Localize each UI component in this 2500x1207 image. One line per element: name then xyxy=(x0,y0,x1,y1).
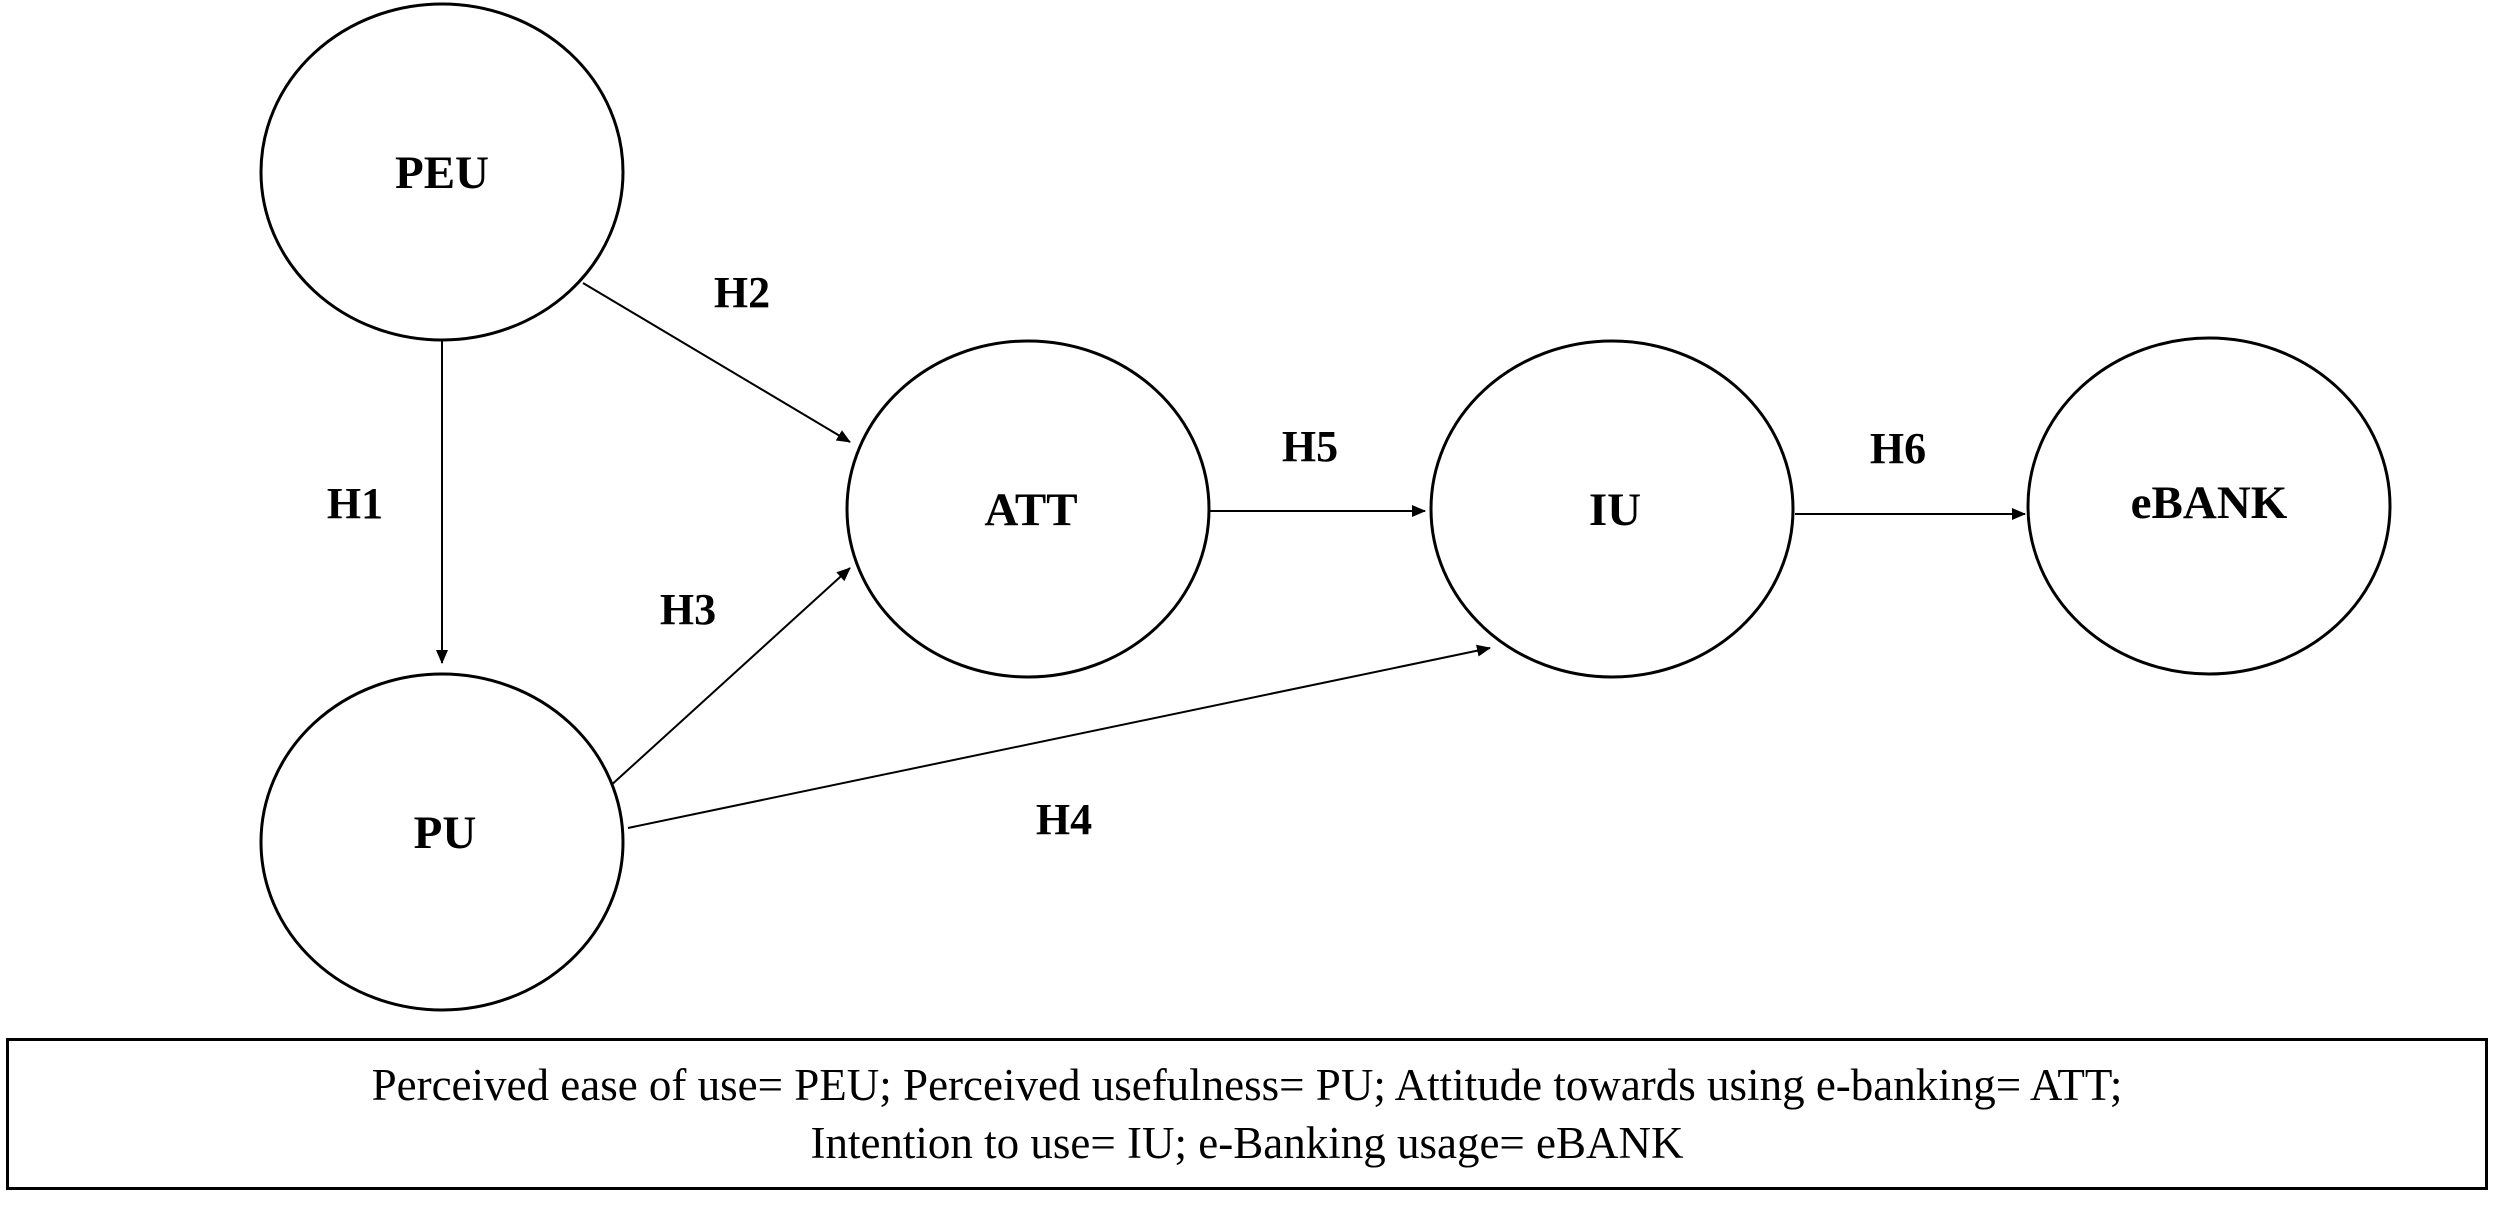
edge-label-h3: H3 xyxy=(660,585,716,634)
node-peu: PEU xyxy=(259,2,625,342)
node-ebank: eBANK xyxy=(2026,336,2392,676)
edge-label-h2: H2 xyxy=(714,268,770,317)
edge-pu-to-att xyxy=(607,567,851,789)
edge-label-h6: H6 xyxy=(1870,424,1926,473)
node-label-pu: PU xyxy=(414,807,477,859)
legend-line-1: Perceived ease of use= PEU; Perceived us… xyxy=(371,1060,2123,1110)
legend-line-2: Intention to use= IU; e-Banking usage= e… xyxy=(810,1118,1684,1168)
node-label-iu: IU xyxy=(1589,484,1641,536)
edge-pu-to-iu xyxy=(627,644,1491,829)
node-label-ebank: eBANK xyxy=(2131,477,2288,529)
edge-label-h4: H4 xyxy=(1036,795,1092,844)
edge-label-h5: H5 xyxy=(1282,422,1338,471)
node-label-peu: PEU xyxy=(395,147,489,199)
edge-label-h1: H1 xyxy=(327,479,383,528)
node-att: ATT xyxy=(845,339,1211,679)
legend-box: Perceived ease of use= PEU; Perceived us… xyxy=(6,1038,2488,1190)
node-label-att: ATT xyxy=(984,484,1077,536)
edge-peu-to-att xyxy=(582,282,851,443)
node-iu: IU xyxy=(1429,339,1795,679)
node-pu: PU xyxy=(259,672,625,1012)
